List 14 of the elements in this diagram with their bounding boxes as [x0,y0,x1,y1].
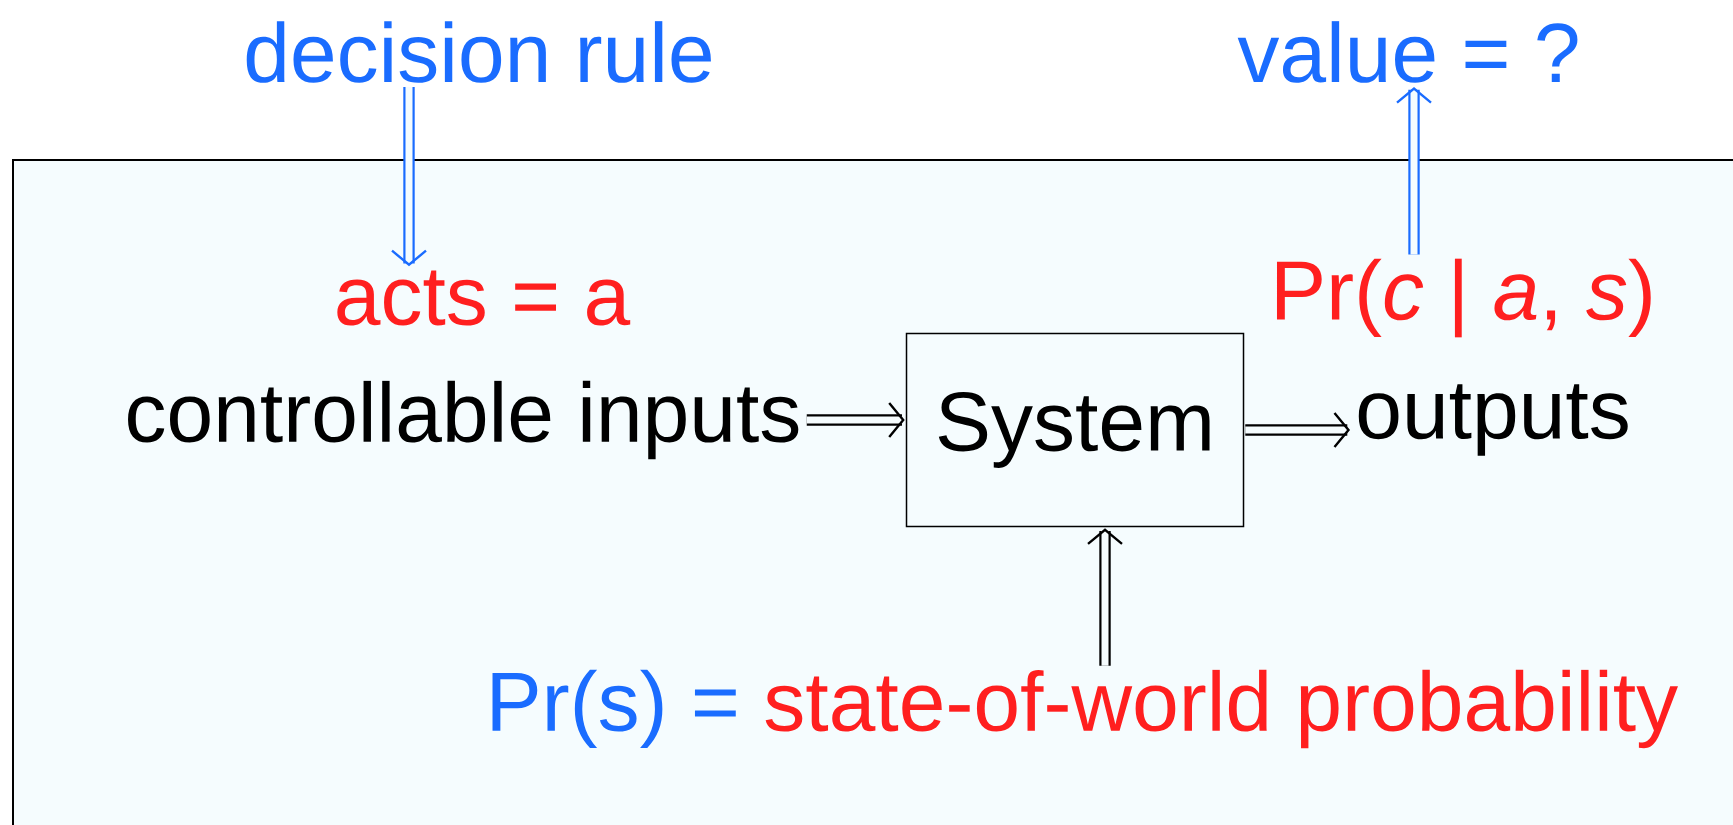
label-text: value = ? [1237,21,1578,83]
label-text: Pr(s) = state-of-world probability [492,669,1678,749]
label-text: outputs [1358,384,1628,456]
double-arrow [1087,528,1123,666]
panel [12,159,1733,825]
system-box: System [905,332,1245,528]
label-text: Pr(c | a, s) [1277,258,1651,338]
label-text: acts = a [337,270,631,326]
double-arrow [1245,412,1351,448]
label-text: decision rule [246,21,711,83]
double-arrow [1396,87,1432,255]
label-text: controllable inputs [128,380,799,460]
double-arrow [806,402,905,438]
double-arrow [391,87,427,267]
